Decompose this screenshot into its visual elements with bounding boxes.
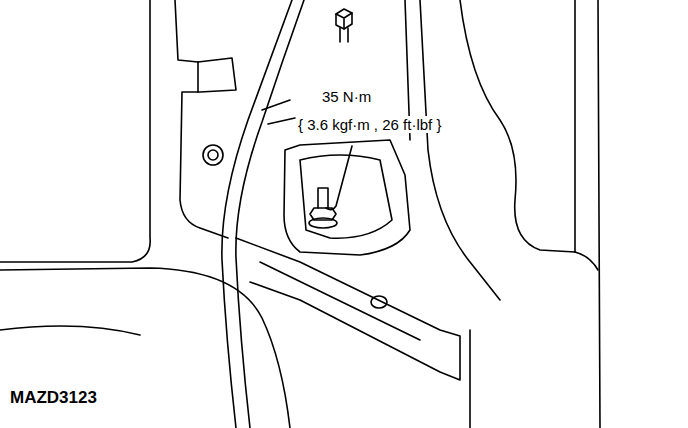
housing-curve bbox=[574, 0, 576, 252]
bolt-hole-inner bbox=[208, 150, 218, 160]
housing-curve bbox=[460, 0, 575, 252]
top-bolt-head bbox=[336, 9, 352, 29]
left-panel-outline bbox=[0, 0, 150, 262]
housing-edge bbox=[420, 0, 500, 300]
torque-value: 35 N·m bbox=[320, 88, 373, 105]
stud bbox=[318, 188, 328, 208]
lower-contour bbox=[0, 326, 140, 335]
washer bbox=[309, 218, 337, 228]
top-bolt-shank bbox=[340, 28, 348, 42]
oval-hole bbox=[371, 296, 387, 308]
arm-edge bbox=[260, 262, 420, 340]
mount-plate bbox=[284, 140, 410, 255]
bolt-hole bbox=[203, 145, 223, 165]
top-bolt-facet bbox=[336, 13, 352, 29]
tube-line bbox=[262, 100, 295, 124]
figure-code: MAZD3123 bbox=[8, 388, 99, 408]
lower-body-outline bbox=[0, 268, 290, 428]
right-panel-edge bbox=[598, 0, 600, 428]
right-panel-edge bbox=[575, 252, 598, 270]
lower-arm bbox=[236, 238, 460, 380]
lower-contour bbox=[469, 330, 471, 428]
hose-line bbox=[236, 0, 304, 428]
bracket-edge bbox=[197, 62, 199, 92]
leader-line bbox=[326, 146, 352, 210]
torque-conversion: { 3.6 kgf·m , 26 ft·lbf } bbox=[296, 116, 443, 133]
